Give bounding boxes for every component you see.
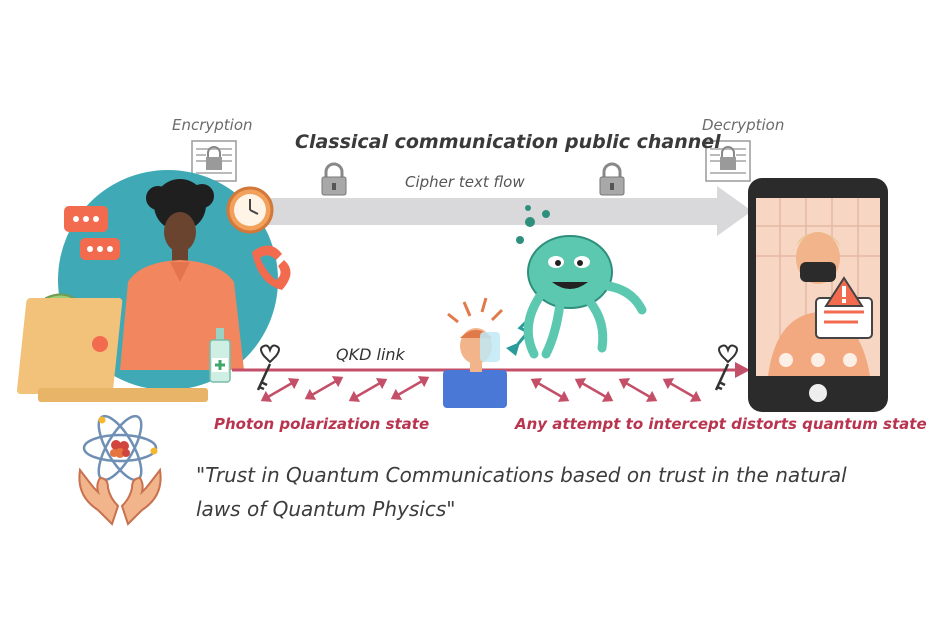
photon-arrow [390,376,430,400]
key-icon [714,344,738,391]
channel-title: Classical communication public channel [295,131,721,153]
eavesdropper-person [443,297,507,408]
quote-line-2: laws of Quantum Physics" [196,497,456,521]
hands-icon [78,467,162,526]
photon-arrow [260,378,300,402]
chat-bubble-icon [64,206,120,260]
document-lock-icon [705,140,751,182]
document-lock-icon [191,140,237,182]
cipher-text-arrow [262,186,752,236]
warning-icon [815,276,873,339]
photon-arrow [618,378,658,402]
qkd-link-label: QKD link [336,345,405,364]
clock-icon [226,186,274,234]
laptop [16,298,208,402]
key-icon [256,344,280,391]
atom-icon [82,414,158,482]
photon-arrow [348,378,388,402]
phone-icon [252,245,291,290]
lock-icon [599,162,625,196]
photon-arrow [530,378,570,402]
intercept-note-label: Any attempt to intercept distorts quantu… [515,415,927,433]
photon-arrows [260,376,702,402]
photon-state-label: Photon polarization state [214,415,430,433]
lock-icon [321,162,347,196]
receiver-phone [748,178,888,412]
quote-line-1: "Trust in Quantum Communications based o… [196,463,847,487]
virus-icon [516,205,647,359]
trust-quote: "Trust in Quantum Communications based o… [196,458,896,526]
encryption-label: Encryption [172,116,253,134]
photon-arrow [574,378,614,402]
cipher-flow-label: Cipher text flow [405,173,525,191]
photon-arrow [662,378,702,402]
sanitizer-bottle [209,328,231,383]
photon-arrow [304,376,344,400]
decryption-label: Decryption [702,116,785,134]
